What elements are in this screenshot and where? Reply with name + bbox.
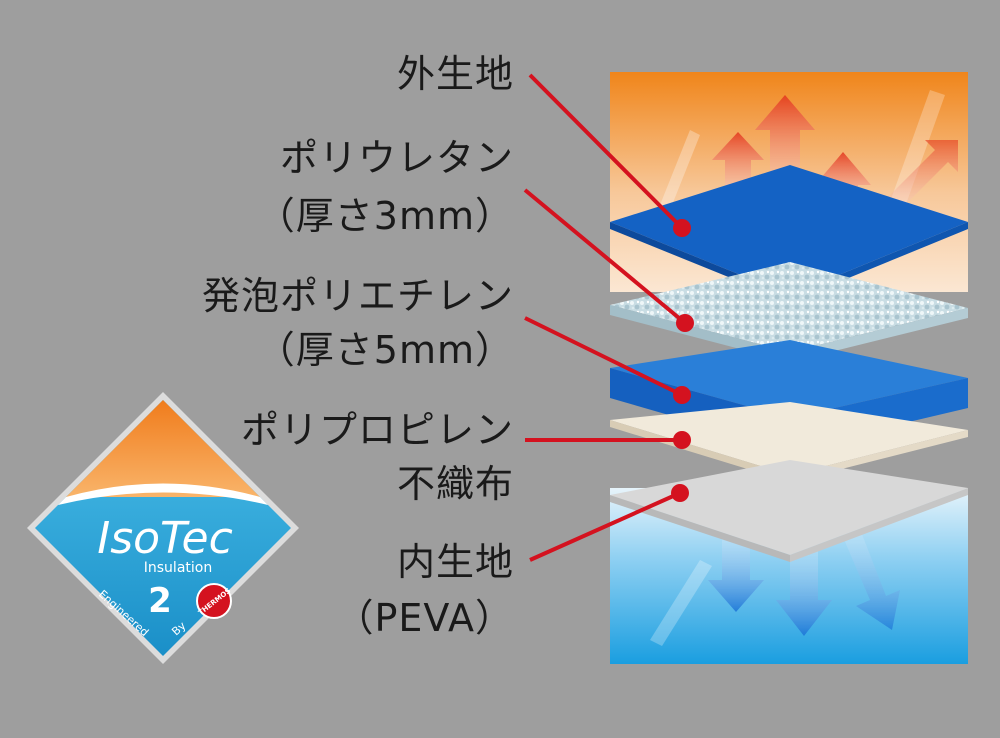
label-outer-fabric: 外生地 (396, 52, 514, 96)
leader-dots (671, 219, 694, 502)
badge-subtitle: Insulation (144, 560, 212, 576)
label-polyurethane-thickness: （厚さ3mm） (256, 194, 514, 238)
thermos-logo-seal (196, 583, 232, 619)
label-polyurethane: ポリウレタン (279, 136, 514, 180)
leader-polyethylene (524, 316, 683, 397)
badge-brand: IsoTec (97, 513, 233, 564)
isotec-badge: IsoTec Insulation 2 Engineered By THERMO… (27, 392, 299, 664)
label-foamed-polyethylene: 発泡ポリエチレン (201, 274, 514, 318)
dot-polyethylene (673, 386, 691, 404)
leader-polyurethane (523, 188, 687, 325)
dot-outer (673, 219, 691, 237)
label-polyethylene-thickness: （厚さ5mm） (256, 328, 514, 372)
badge-level: 2 (148, 581, 172, 621)
leader-lines (523, 73, 687, 562)
leader-outer (528, 73, 684, 230)
dot-polypropylene (673, 431, 691, 449)
label-nonwoven: 不織布 (396, 462, 514, 506)
leader-inner (529, 491, 681, 562)
label-peva: （PEVA） (335, 596, 514, 640)
label-polypropylene: ポリプロピレン (240, 408, 514, 452)
layer-inner-fabric-peva (610, 460, 968, 562)
label-inner-fabric: 内生地 (396, 540, 514, 584)
dot-inner (671, 484, 689, 502)
dot-polyurethane (676, 314, 694, 332)
